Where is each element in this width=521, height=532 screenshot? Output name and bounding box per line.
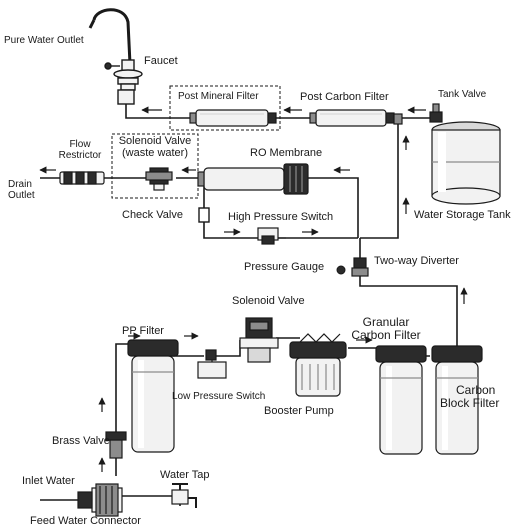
pipe-tankvalve-to-diverter	[360, 124, 399, 239]
label-high-pressure-switch: High Pressure Switch	[228, 211, 334, 223]
label-drain-outlet-line2: Outlet	[8, 189, 35, 201]
granular-carbon-filter-icon	[375, 345, 427, 455]
brass-valve-icon	[105, 431, 127, 459]
solenoid-valve-icon	[239, 317, 279, 363]
pp-filter-icon	[127, 339, 179, 453]
pipe-connector-to-tap	[122, 495, 181, 506]
label-feed-water-connector: Feed Water Connector	[30, 515, 141, 527]
label-post-carbon-filter: Post Carbon Filter	[300, 91, 389, 103]
pipe-faucet-to-mineral	[125, 104, 196, 119]
water-tap-icon	[171, 483, 197, 508]
low-pressure-switch-icon	[197, 349, 227, 379]
label-solenoid-waste-line1: Solenoid Valve	[118, 135, 192, 147]
two-way-diverter-icon	[351, 257, 369, 277]
label-pure-water-outlet: Pure Water Outlet	[4, 35, 84, 46]
label-flow-restrictor: Flow Restrictor	[50, 139, 110, 161]
post-carbon-filter-icon	[309, 109, 395, 127]
solenoid-waste-frame	[111, 133, 199, 199]
label-flow-restrictor-line2: Restrictor	[58, 149, 102, 161]
label-drain-outlet-line1: Drain	[8, 179, 32, 190]
label-carbon-block-line1: Carbon	[456, 383, 496, 397]
pressure-gauge-icon	[336, 265, 346, 275]
faucet-icon	[88, 8, 143, 105]
label-water-storage-tank: Water Storage Tank	[414, 209, 511, 221]
label-low-pressure-switch: Low Pressure Switch	[172, 391, 266, 402]
flow-arrows	[39, 106, 468, 472]
label-two-way-diverter: Two-way Diverter	[374, 255, 459, 267]
label-booster-pump: Booster Pump	[264, 405, 334, 417]
tank-valve-icon	[393, 103, 443, 125]
pipe-ro-product-loop	[203, 184, 358, 239]
carbon-block-filter-icon	[431, 345, 483, 455]
label-flow-restrictor-line1: Flow	[69, 139, 91, 150]
flow-restrictor-icon	[59, 171, 105, 185]
label-solenoid-valve-waste: Solenoid Valve (waste water)	[112, 135, 198, 159]
post-mineral-filter-frame	[169, 85, 281, 131]
label-carbon-block-filter: Carbon Block Filter	[440, 384, 499, 409]
feed-water-connector-icon	[40, 483, 123, 517]
label-check-valve: Check Valve	[122, 209, 183, 221]
solenoid-waste-icon	[145, 167, 173, 191]
label-pp-filter: PP Filter	[122, 325, 164, 337]
pipe-block-to-diverter	[359, 276, 458, 360]
label-faucet: Faucet	[144, 55, 178, 67]
label-granular-line1: Granular	[362, 315, 410, 329]
ro-membrane-icon	[197, 163, 309, 195]
label-inlet-water: Inlet Water	[22, 475, 75, 487]
label-solenoid-waste-line2: (waste water)	[121, 146, 189, 159]
water-storage-tank-icon	[431, 121, 501, 205]
label-solenoid-valve: Solenoid Valve	[232, 295, 305, 307]
check-valve-icon	[198, 207, 210, 223]
label-granular-carbon-filter: Granular Carbon Filter	[338, 316, 434, 341]
label-tank-valve: Tank Valve	[438, 89, 487, 100]
post-mineral-filter-icon	[189, 109, 277, 127]
pipe-ro-inlet	[306, 177, 359, 238]
label-drain-outlet: Drain Outlet	[8, 179, 35, 201]
label-carbon-block-line2: Block Filter	[440, 395, 500, 410]
high-pressure-switch-icon	[257, 227, 286, 245]
label-water-tap: Water Tap	[160, 469, 210, 481]
booster-pump-icon	[289, 333, 347, 397]
label-brass-valve: Brass Valve	[52, 435, 110, 447]
label-post-mineral-filter: Post Mineral Filter	[178, 91, 259, 102]
label-ro-membrane: RO Membrane	[250, 147, 323, 159]
label-pressure-gauge: Pressure Gauge	[244, 261, 325, 273]
label-granular-line2: Carbon Filter	[351, 327, 421, 342]
